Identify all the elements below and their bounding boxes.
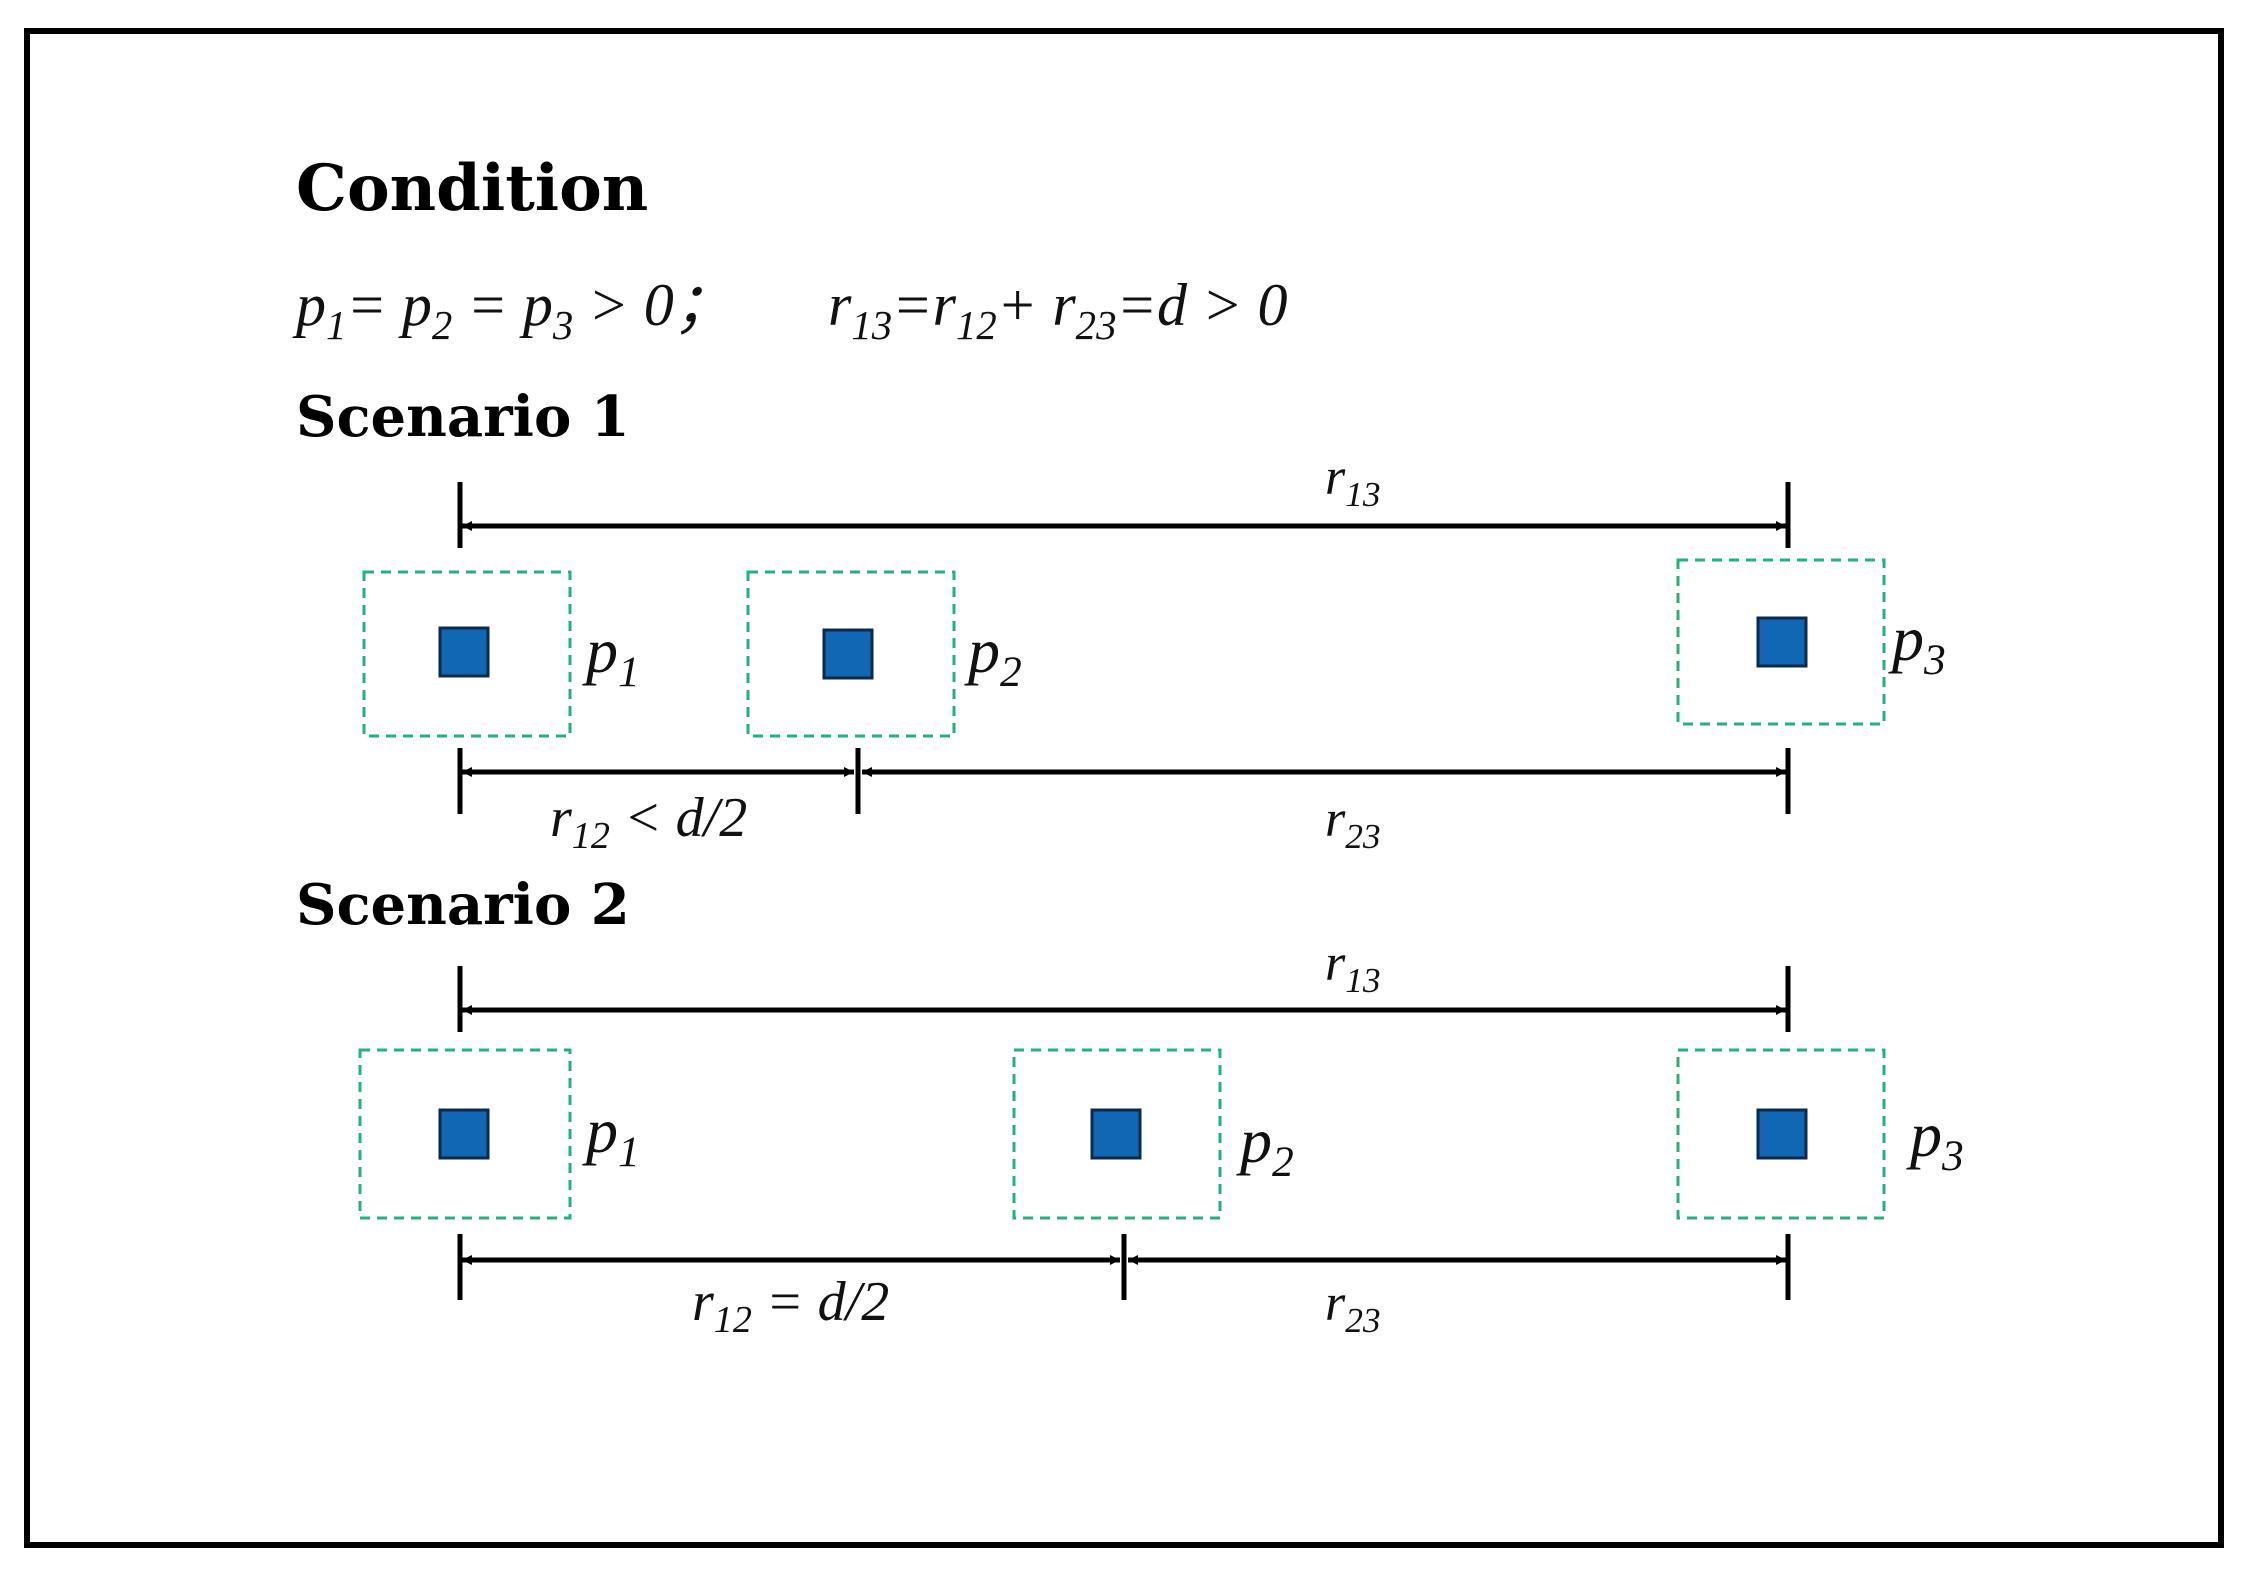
s1-r13-label: r13 (1325, 449, 1381, 514)
s1-node-2-square (822, 628, 874, 680)
s2-r13-label: r13 (1325, 935, 1381, 1000)
scenario-1-title: Scenario 1 (296, 384, 630, 450)
s1-node-2-boundary (746, 570, 956, 738)
s1-node-3-square (1756, 616, 1808, 668)
s1-r23-label: r23 (1325, 791, 1381, 856)
s1-node-3-label: p3 (1888, 603, 1946, 684)
s2-node-1-square (438, 1108, 490, 1160)
s2-r12-label: r12 = d/2 (692, 1271, 889, 1341)
s1-node-1-label: p1 (582, 615, 640, 696)
s2-node-2-boundary (1012, 1048, 1222, 1220)
scenario-2-title: Scenario 2 (296, 872, 630, 938)
s2-node-3-square (1756, 1108, 1808, 1160)
s1-node-1-boundary (362, 570, 572, 738)
s2-node-2-square (1090, 1108, 1142, 1160)
s2-r23-label: r23 (1325, 1275, 1381, 1340)
s1-node-3-boundary (1676, 558, 1886, 726)
s1-node-1-square (438, 626, 490, 678)
condition-heading: Condition (296, 151, 648, 226)
condition-distances: r13=r12+ r23=d > 0 (828, 272, 1287, 348)
s1-node-2-label: p2 (964, 615, 1022, 696)
s2-node-1-label: p1 (582, 1095, 640, 1176)
s2-node-2-label: p2 (1236, 1105, 1294, 1186)
condition-powers: p1= p2 = p3 > 0； (292, 272, 734, 348)
s1-r12-label: r12 < d/2 (550, 787, 747, 857)
s2-node-1-boundary (358, 1048, 572, 1220)
s2-node-3-label: p3 (1906, 1099, 1964, 1180)
s2-node-3-boundary (1676, 1048, 1886, 1220)
